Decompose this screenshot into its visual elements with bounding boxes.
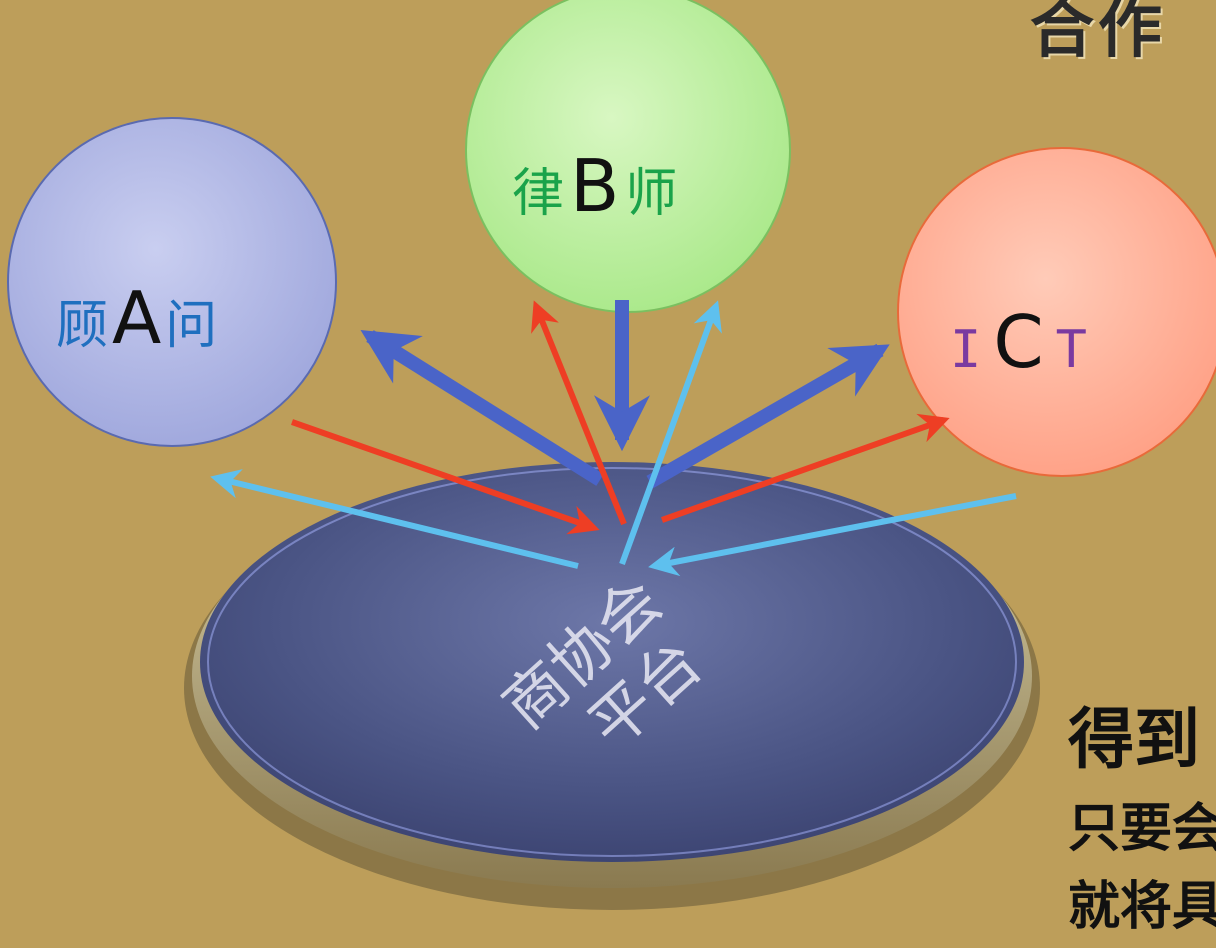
node-a-left-char: 顾 [56,296,109,356]
caption-main: 得到 [1068,701,1200,778]
arrow-platform-to-a [360,330,604,486]
node-c-label: I C T [950,306,1087,378]
arrow-a-to-platform-red [291,419,600,535]
arrow-platform-to-c-red [660,413,950,523]
caption-line1: 只要会 [1068,799,1216,859]
arrow-platform-to-a-light [210,469,579,569]
node-c-left-char: I [950,320,982,380]
node-b-left-char: 律 [512,164,565,224]
node-c-letter: C [993,300,1044,384]
node-a-right-char: 问 [165,296,218,356]
node-c-right-char: T [1055,320,1087,380]
page-title-partial: 合作 [1030,0,1166,67]
arrow-platform-to-c [646,343,890,489]
arrow-platform-to-b-light [619,300,722,566]
caption-line2: 就将具 [1068,877,1216,937]
node-b-label: 律 B 师 [512,150,677,222]
platform-disc [184,462,1040,910]
arrow-platform-to-b-red [531,300,627,526]
node-a-letter: A [112,276,162,360]
arrow-c-to-platform-light [648,493,1017,577]
node-a-circle [7,117,337,447]
node-c-circle [897,147,1216,477]
node-b-right-char: 师 [625,164,678,224]
node-b-letter: B [570,144,620,228]
node-a-label: 顾 A 问 [56,282,217,354]
